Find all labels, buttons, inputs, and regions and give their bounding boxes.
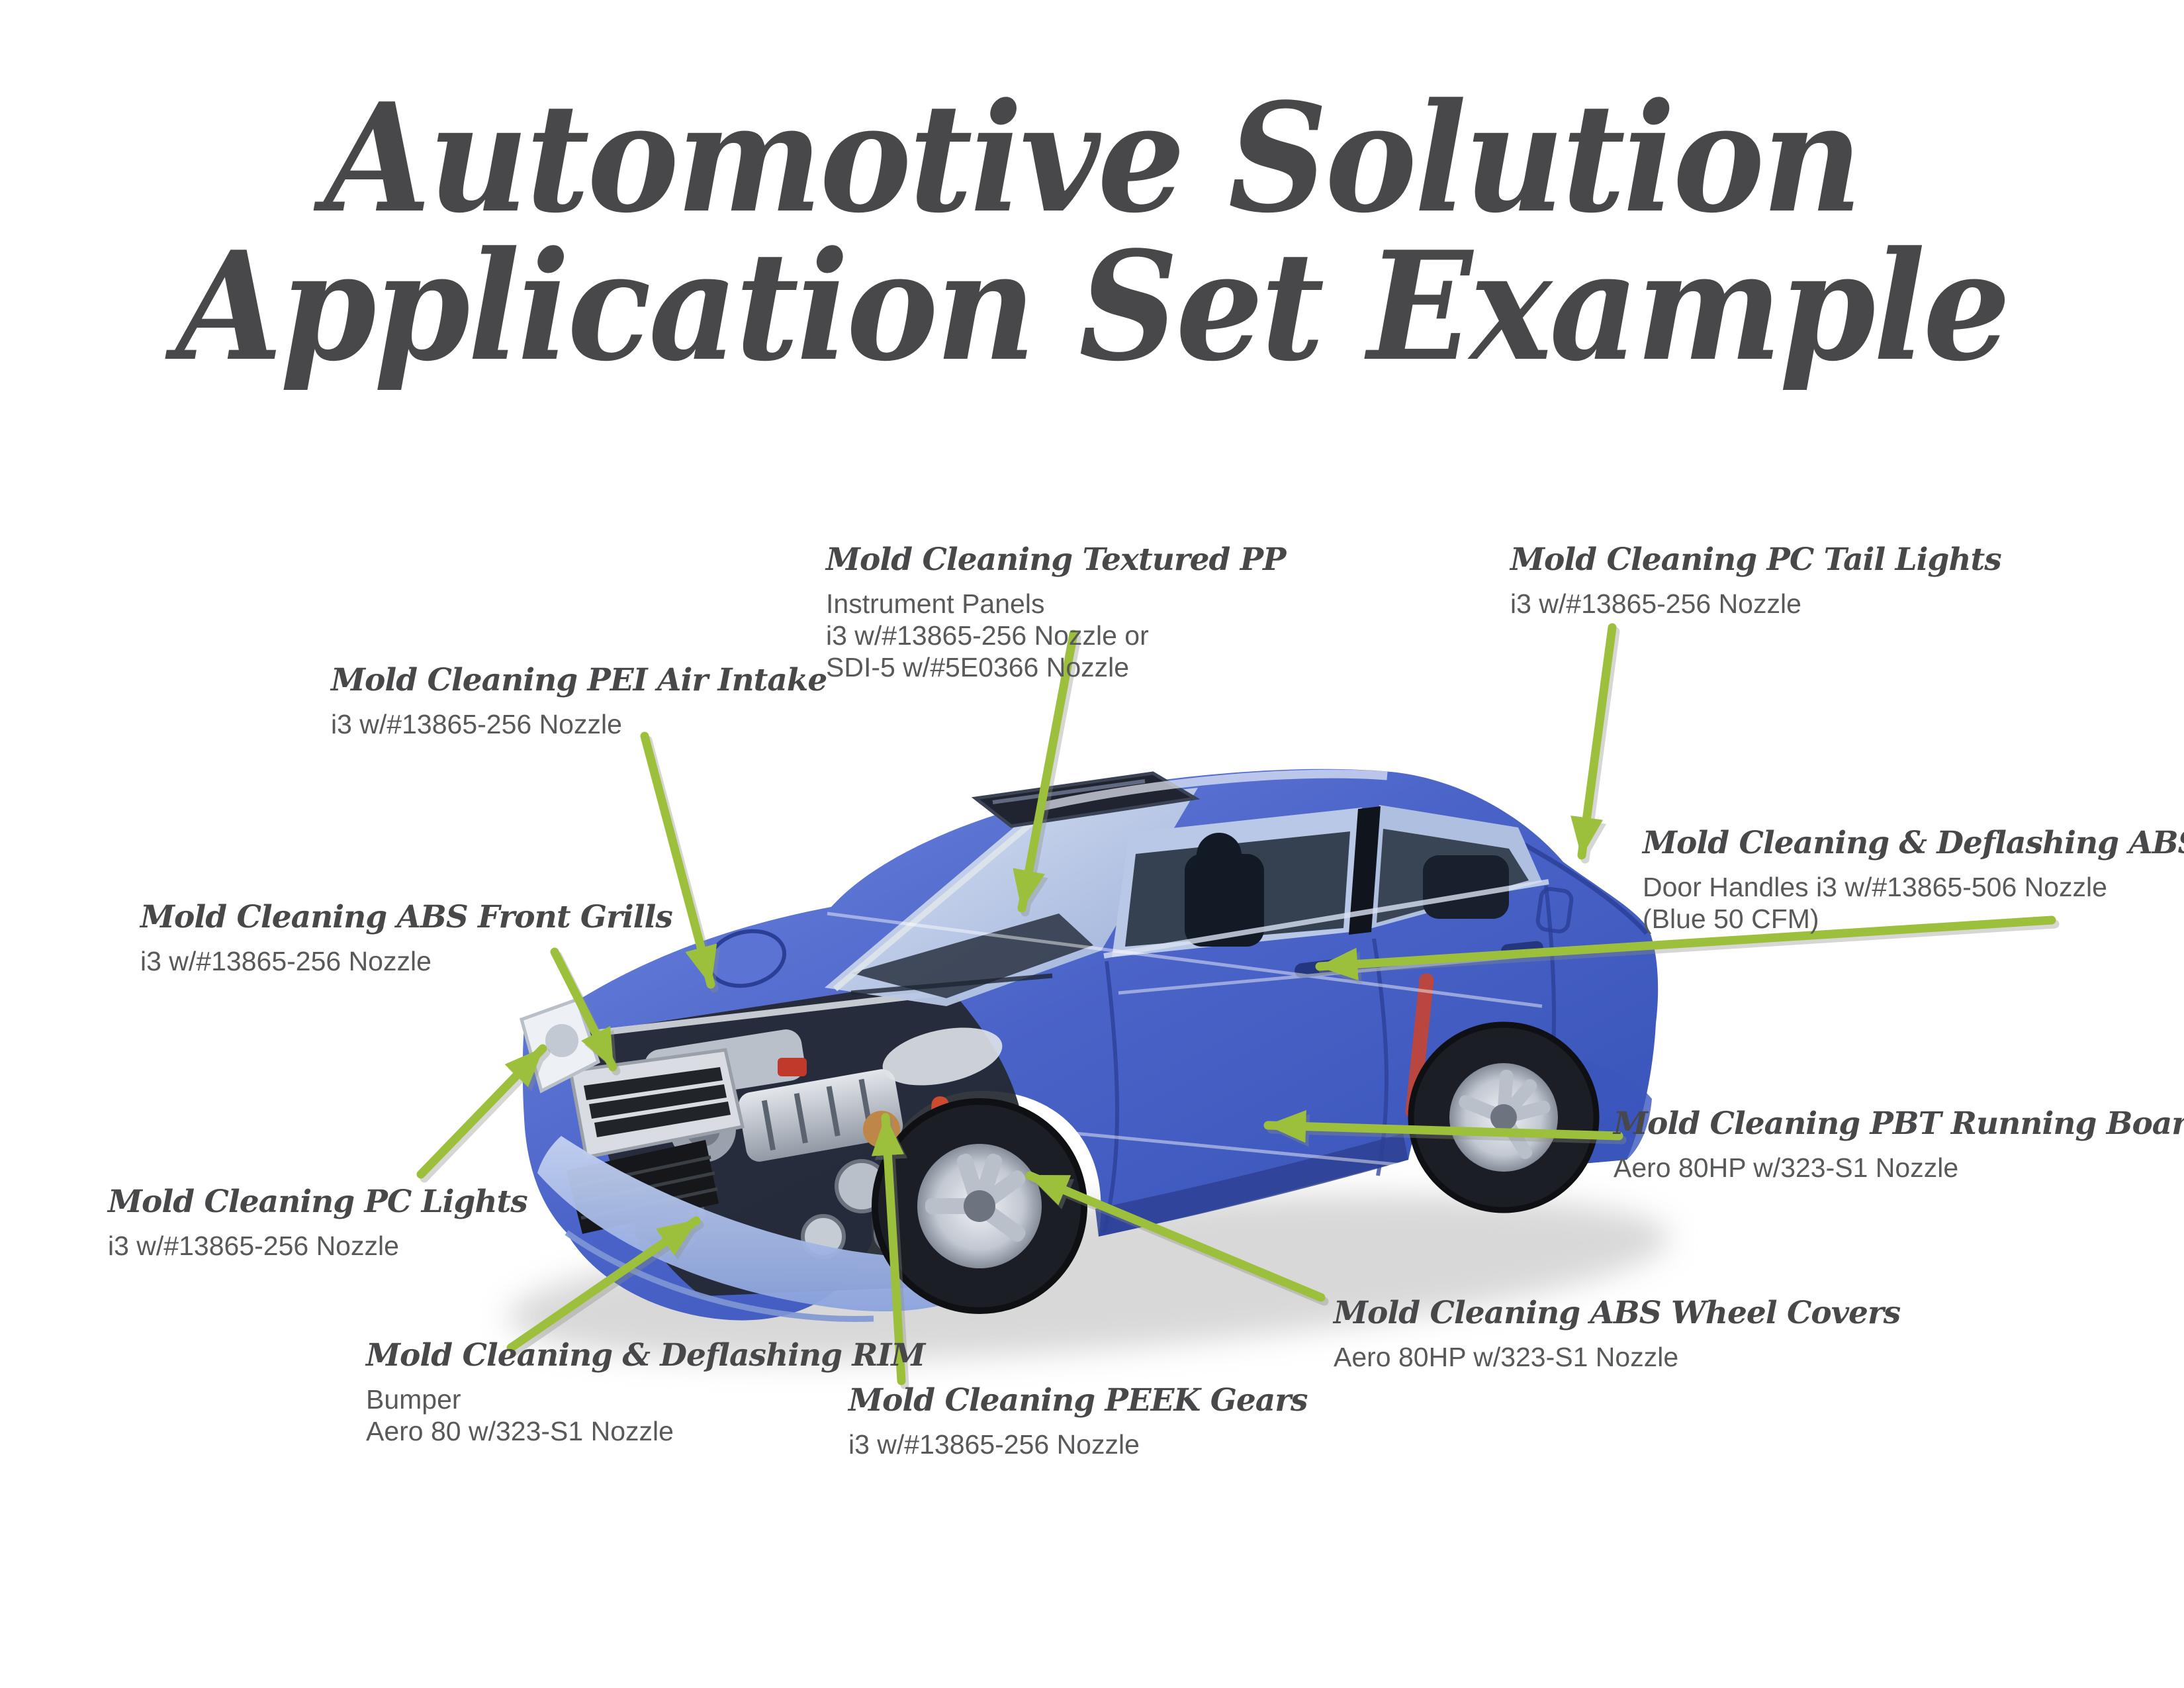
callout-title: Mold Cleaning ABS Wheel Covers [1334,1295,1901,1331]
rear-strut-red [1405,973,1434,1119]
front-bumper [537,1136,993,1312]
callout-line: (Blue 50 CFM) [1643,904,1819,934]
callout-line: Aero 80HP w/323-S1 Nozzle [1334,1342,1679,1372]
callout-deflashing-abs: Mold Cleaning & Deflashing ABS Door Hand… [1643,825,2184,935]
callout-line: SDI-5 w/#5E0366 Nozzle [826,652,1130,682]
callout-title: Mold Cleaning ABS Front Grills [140,899,673,935]
trunk-seam [1518,839,1649,935]
callout-line: i3 w/#13865-256 Nozzle [848,1429,1140,1460]
callout-abs-front-grills: Mold Cleaning ABS Front Grills i3 w/#138… [140,899,673,977]
callout-line: Aero 80HP w/323-S1 Nozzle [1614,1152,1959,1183]
callout-pc-lights: Mold Cleaning PC Lights i3 w/#13865-256 … [108,1184,528,1262]
callout-line: i3 w/#13865-256 Nozzle [331,709,622,739]
roof-highlight [1042,769,1388,811]
page-title-line2: Application Set Example [175,219,2011,395]
front-grille [569,1048,745,1159]
callout-title: Mold Cleaning & Deflashing RIM [366,1337,925,1374]
callout-line: Instrument Panels [826,588,1045,619]
callout-title: Mold Cleaning PC Lights [108,1184,528,1220]
callout-title: Mold Cleaning PEEK Gears [848,1382,1308,1419]
callout-deflashing-rim: Mold Cleaning & Deflashing RIM Bumper Ae… [366,1337,925,1447]
callout-line: i3 w/#13865-256 Nozzle [108,1231,399,1261]
callout-line: i3 w/#13865-256 Nozzle [1510,588,1801,619]
callout-line: i3 w/#13865-256 Nozzle [140,946,432,976]
callout-title: Mold Cleaning Textured PP [826,541,1286,578]
callout-textured-pp: Mold Cleaning Textured PP Instrument Pan… [826,541,1286,683]
windshield [825,788,1198,1006]
callout-title: Mold Cleaning PBT Running Boards [1614,1105,2184,1142]
bumper-lip [565,1230,874,1322]
rear-wheel [1408,1021,1600,1213]
car-illustration [508,769,1670,1361]
callout-pbt-running-boards: Mold Cleaning PBT Running Boards Aero 80… [1614,1105,2184,1184]
callout-title: Mold Cleaning PEI Air Intake [331,662,827,698]
headlight [519,997,601,1094]
callout-line: i3 w/#13865-256 Nozzle or [826,620,1149,651]
side-windows [1103,805,1549,959]
callout-pc-tail-lights: Mold Cleaning PC Tail Lights i3 w/#13865… [1510,541,2002,620]
page-title-line1: Automotive Solution [324,71,1862,246]
running-board [1095,1133,1408,1237]
callout-line: Bumper [366,1384,461,1415]
front-wheel [872,1098,1087,1314]
callout-peek-gears: Mold Cleaning PEEK Gears i3 w/#13865-256… [848,1382,1308,1460]
callout-title: Mold Cleaning PC Tail Lights [1510,541,2002,578]
callout-abs-wheel-covers: Mold Cleaning ABS Wheel Covers Aero 80HP… [1334,1295,1901,1373]
callout-pei-air-intake: Mold Cleaning PEI Air Intake i3 w/#13865… [331,662,827,740]
callout-title: Mold Cleaning & Deflashing ABS [1643,825,2184,861]
page-title: Automotive Solution Application Set Exam… [87,71,2097,395]
callout-line: Door Handles i3 w/#13865-506 Nozzle [1643,872,2107,902]
callout-line: Aero 80 w/323-S1 Nozzle [366,1416,674,1446]
